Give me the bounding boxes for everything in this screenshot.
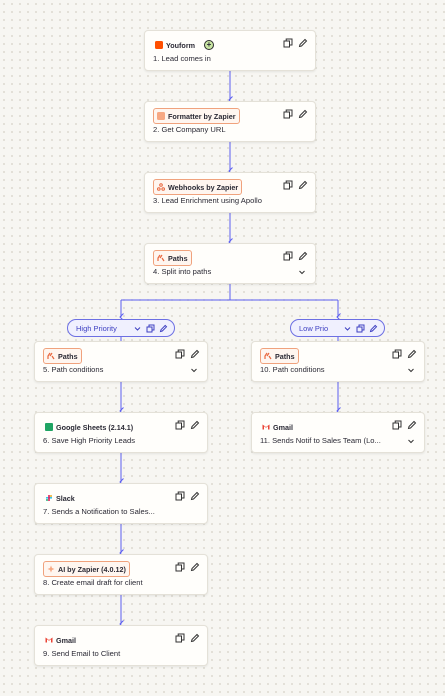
step-card-8[interactable]: AI by Zapier (4.0.12) 8. Create email dr… [34,554,208,595]
step-card-4[interactable]: Paths 4. Split into paths [144,243,316,284]
paths-icon [47,352,55,360]
step-title: 9. Send Email to Client [43,649,121,658]
step-card-10[interactable]: Paths 10. Path conditions [251,341,425,382]
copy-icon[interactable] [175,562,185,572]
step-title: 6. Save High Priority Leads [43,436,136,445]
edit-pencil-icon[interactable] [407,349,417,359]
gmail-icon [45,637,53,643]
add-step-icon[interactable]: + [204,40,215,50]
ai-sparkle-icon [47,565,55,573]
copy-icon[interactable] [175,420,185,430]
paths-icon [264,352,272,360]
slack-icon [46,495,52,501]
chevron-down-icon[interactable] [407,437,415,445]
app-badge: Webhooks by Zapier [153,179,243,195]
chevron-down-icon[interactable] [190,366,198,374]
edit-pencil-icon[interactable] [298,38,308,48]
step-card-11[interactable]: Gmail 11. Sends Notif to Sales Team (Lo.… [251,412,425,453]
app-badge: Paths [153,250,192,266]
copy-icon[interactable] [283,251,293,261]
app-badge: Gmail [260,419,297,435]
edit-pencil-icon[interactable] [298,109,308,119]
edit-pencil-icon[interactable] [159,324,168,333]
google-sheets-icon [45,423,53,431]
branch-pill-high-priority[interactable]: High Priority [67,319,175,337]
branch-label: Low Prio [299,323,329,333]
copy-icon[interactable] [392,349,402,359]
paths-icon [157,254,165,262]
app-badge: AI by Zapier (4.0.12) [43,561,130,577]
copy-icon[interactable] [283,109,293,119]
copy-icon[interactable] [356,324,365,333]
app-badge: Slack [43,490,79,506]
step-card-3[interactable]: Webhooks by Zapier 3. Lead Enrichment us… [144,172,316,213]
app-badge: Paths [260,348,299,364]
edit-pencil-icon[interactable] [407,420,417,430]
edit-pencil-icon[interactable] [190,633,200,643]
youform-icon [155,41,163,49]
app-badge: Gmail [43,632,80,648]
chevron-down-icon[interactable] [298,268,306,276]
edit-pencil-icon[interactable] [298,251,308,261]
copy-icon[interactable] [175,633,185,643]
formatter-icon [157,112,165,120]
copy-icon[interactable] [175,491,185,501]
step-title: 7. Sends a Notification to Sales... [43,507,155,516]
step-title: 2. Get Company URL [153,125,226,134]
app-badge: Formatter by Zapier [153,108,240,124]
step-title: 4. Split into paths [153,267,212,276]
edit-pencil-icon[interactable] [190,491,200,501]
edit-pencil-icon[interactable] [190,349,200,359]
app-badge: Paths [43,348,82,364]
step-card-1[interactable]: Youform + 1. Lead comes in [144,30,316,71]
step-card-5[interactable]: Paths 5. Path conditions [34,341,208,382]
app-badge: Google Sheets (2.14.1) [43,419,137,435]
webhook-icon [157,183,165,191]
branch-pill-low-prio[interactable]: Low Prio [290,319,385,337]
copy-icon[interactable] [175,349,185,359]
step-title: 11. Sends Notif to Sales Team (Lo... [260,436,381,445]
edit-pencil-icon[interactable] [369,324,378,333]
step-title: 5. Path conditions [43,365,104,374]
chevron-down-icon[interactable] [133,324,142,333]
edit-pencil-icon[interactable] [190,420,200,430]
step-title: 3. Lead Enrichment using Apollo [153,196,262,205]
step-title: 10. Path conditions [260,365,325,374]
step-card-6[interactable]: Google Sheets (2.14.1) 6. Save High Prio… [34,412,208,453]
step-card-2[interactable]: Formatter by Zapier 2. Get Company URL [144,101,316,142]
step-title: 1. Lead comes in [153,54,211,63]
step-title: 8. Create email draft for client [43,578,143,587]
gmail-icon [262,424,270,430]
copy-icon[interactable] [283,38,293,48]
edit-pencil-icon[interactable] [190,562,200,572]
chevron-down-icon[interactable] [343,324,352,333]
step-card-7[interactable]: Slack 7. Sends a Notification to Sales..… [34,483,208,524]
edit-pencil-icon[interactable] [298,180,308,190]
step-card-9[interactable]: Gmail 9. Send Email to Client [34,625,208,666]
copy-icon[interactable] [146,324,155,333]
copy-icon[interactable] [392,420,402,430]
app-badge: Youform [153,37,199,53]
copy-icon[interactable] [283,180,293,190]
chevron-down-icon[interactable] [407,366,415,374]
branch-label: High Priority [76,323,117,333]
